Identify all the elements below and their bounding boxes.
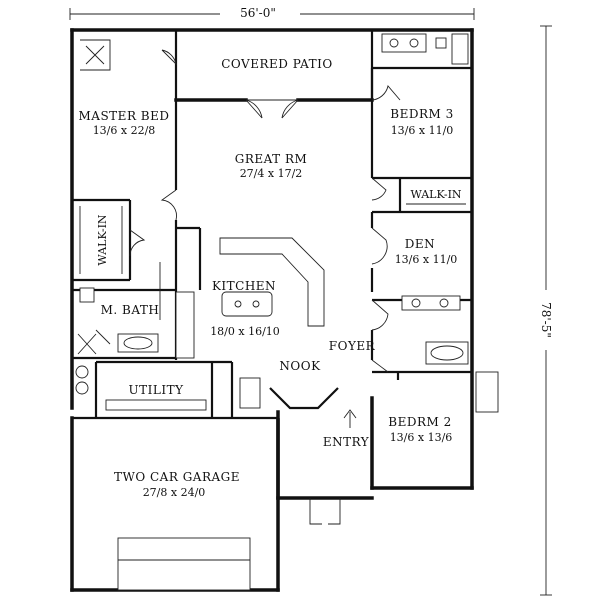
garage-label: TWO CAR GARAGE (114, 470, 240, 484)
bedrm3-size: 13/6 x 11/0 (391, 124, 454, 137)
bedrm2-size: 13/6 x 13/6 (390, 431, 453, 444)
walkin-master-label: WALK-IN (96, 214, 109, 265)
depth-dimension-label: 78'-5" (539, 302, 553, 338)
great-rm-size: 27/4 x 17/2 (240, 167, 303, 180)
room-labels: COVERED PATIO MASTER BED 13/6 x 22/8 GRE… (79, 57, 462, 499)
door-swings (95, 49, 401, 373)
width-dimension-label: 56'-0" (240, 6, 276, 20)
den-label: DEN (405, 237, 435, 251)
garage-size: 27/8 x 24/0 (143, 486, 206, 499)
utility-label: UTILITY (129, 383, 185, 397)
width-dimension: 56'-0" (69, 6, 475, 20)
fixtures (75, 33, 499, 591)
nook-label: NOOK (279, 359, 321, 373)
kitchen-size: 18/0 x 16/10 (210, 325, 280, 338)
patio-door (245, 99, 299, 119)
walkin-bed3-label: WALK-IN (410, 188, 461, 201)
depth-dimension: 78'-5" (539, 25, 553, 596)
den-size: 13/6 x 11/0 (395, 253, 458, 266)
bedrm2-label: BEDRM 2 (388, 415, 451, 429)
bedrm3-label: BEDRM 3 (390, 107, 453, 121)
entry-label: ENTRY (323, 435, 370, 449)
interior-walls (72, 30, 472, 420)
great-rm-label: GREAT RM (235, 152, 308, 166)
foyer-label: FOYER (329, 339, 376, 353)
m-bath-label: M. BATH (101, 303, 160, 317)
covered-patio-label: COVERED PATIO (221, 57, 333, 71)
master-bed-label: MASTER BED (79, 109, 170, 123)
kitchen-label: KITCHEN (212, 279, 276, 293)
master-bed-size: 13/6 x 22/8 (93, 124, 156, 137)
